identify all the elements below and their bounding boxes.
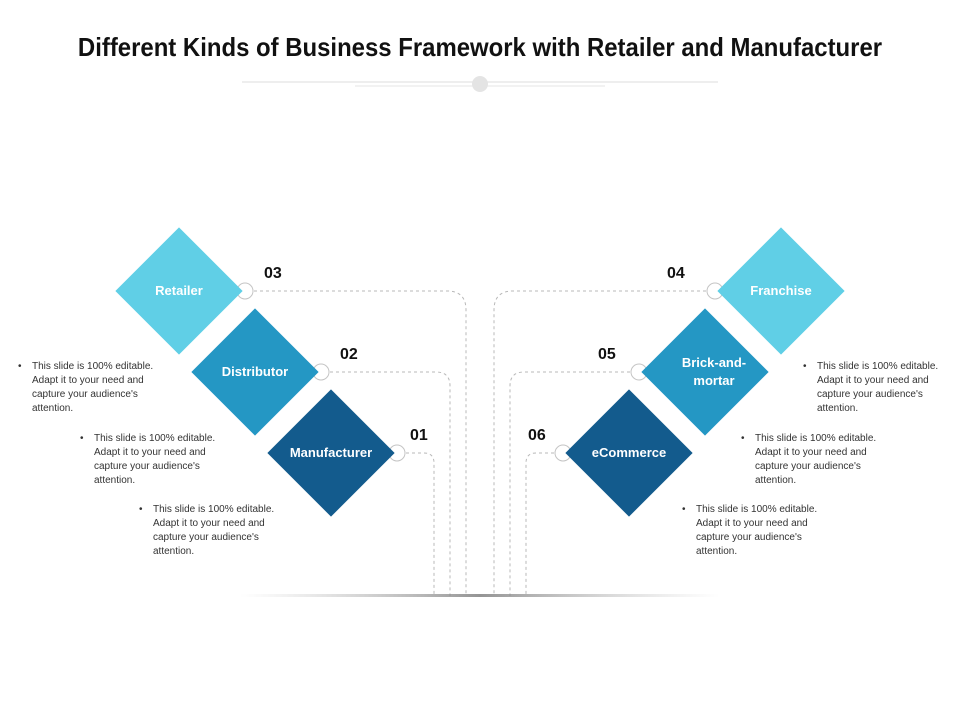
number-02: 02 (340, 346, 358, 363)
retailer-label: Retailer (155, 283, 203, 298)
ecommerce-label: eCommerce (591, 445, 667, 460)
bullet-text-franchise: This slide is 100% editable. Adapt it to… (803, 360, 947, 416)
page-title: Different Kinds of Business Framework wi… (77, 32, 883, 62)
number-04: 04 (667, 265, 685, 282)
number-05: 05 (598, 346, 616, 363)
connector-05 (509, 371, 630, 596)
connector-02 (330, 371, 451, 596)
number-01: 01 (410, 427, 428, 444)
brick-and-mortar-label: Brick-and-mortar (681, 355, 747, 388)
manufacturer-label: Manufacturer (289, 445, 373, 460)
bullet-text-retailer: This slide is 100% editable. Adapt it to… (18, 360, 164, 416)
bullet-text-distributor: This slide is 100% editable. Adapt it to… (80, 432, 226, 488)
number-06: 06 (528, 427, 546, 444)
bullet-text-ecommerce: This slide is 100% editable. Adapt it to… (682, 503, 828, 559)
franchise-label: Franchise (750, 283, 812, 298)
connector-01 (406, 452, 435, 596)
bullet-text-manufacturer: This slide is 100% editable. Adapt it to… (139, 503, 285, 559)
number-03: 03 (264, 265, 282, 282)
connector-03 (254, 290, 467, 596)
distributor-label: Distributor (221, 364, 289, 379)
bullet-text-brick-and-mortar: This slide is 100% editable. Adapt it to… (741, 432, 887, 488)
connector-06 (525, 452, 554, 596)
title-divider (242, 76, 718, 92)
connector-04 (493, 290, 706, 596)
base-shadow-line (240, 594, 720, 597)
